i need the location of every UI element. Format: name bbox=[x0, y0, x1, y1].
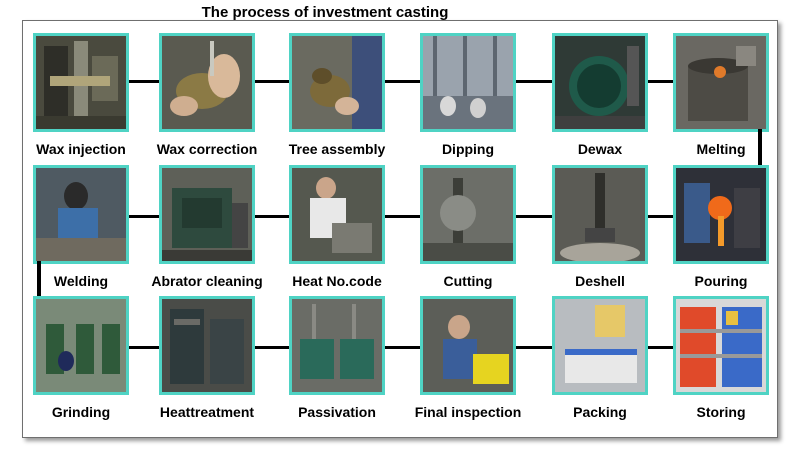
connector-line bbox=[516, 346, 552, 349]
step-label: Packing bbox=[573, 404, 627, 420]
step-label: Final inspection bbox=[414, 404, 522, 420]
process-frame: Wax injection Wax correction Tree assemb… bbox=[22, 20, 778, 438]
connector-line bbox=[385, 215, 420, 218]
saw-photo bbox=[420, 165, 516, 264]
step-label: Deshell bbox=[575, 273, 625, 289]
connector-line bbox=[129, 215, 159, 218]
step-label: Wax correction bbox=[156, 141, 258, 157]
machine-photo bbox=[33, 33, 129, 132]
connector-line bbox=[516, 215, 552, 218]
assembly-photo bbox=[289, 33, 385, 132]
connector-line bbox=[255, 346, 289, 349]
step-label: Welding bbox=[53, 273, 109, 289]
connector-line bbox=[255, 215, 289, 218]
step-label: Passivation bbox=[298, 404, 376, 420]
connector-line bbox=[385, 80, 420, 83]
step-label: Melting bbox=[696, 141, 746, 157]
packing-photo bbox=[552, 296, 648, 395]
connector-line bbox=[255, 80, 289, 83]
oven-photo bbox=[159, 296, 255, 395]
step-label: Dewax bbox=[577, 141, 623, 157]
grinding-photo bbox=[33, 296, 129, 395]
hands-photo bbox=[159, 33, 255, 132]
step-label: Tree assembly bbox=[288, 141, 386, 157]
step-label: Heattreatment bbox=[159, 404, 255, 420]
connector-line bbox=[758, 129, 762, 165]
connector-line bbox=[516, 80, 552, 83]
worker-photo bbox=[289, 165, 385, 264]
step-label: Grinding bbox=[51, 404, 111, 420]
dipping-photo bbox=[420, 33, 516, 132]
step-label: Wax injection bbox=[36, 141, 126, 157]
step-label: Abrator cleaning bbox=[151, 273, 263, 289]
step-label: Storing bbox=[696, 404, 746, 420]
deshell-photo bbox=[552, 165, 648, 264]
furnace-photo bbox=[673, 33, 769, 132]
diagram-title: The process of investment casting bbox=[201, 4, 449, 21]
step-label: Heat No.code bbox=[292, 273, 382, 289]
connector-line bbox=[129, 346, 159, 349]
connector-line bbox=[648, 215, 673, 218]
connector-line bbox=[385, 346, 420, 349]
connector-line bbox=[37, 261, 41, 296]
inspection-photo bbox=[420, 296, 516, 395]
shelves-photo bbox=[673, 296, 769, 395]
connector-line bbox=[129, 80, 159, 83]
autoclave-photo bbox=[552, 33, 648, 132]
connector-line bbox=[648, 80, 673, 83]
tanks-photo bbox=[289, 296, 385, 395]
blaster-photo bbox=[159, 165, 255, 264]
step-label: Cutting bbox=[443, 273, 493, 289]
step-label: Dipping bbox=[441, 141, 495, 157]
connector-line bbox=[648, 346, 673, 349]
step-label: Pouring bbox=[694, 273, 748, 289]
pouring-photo bbox=[673, 165, 769, 264]
welder-photo bbox=[33, 165, 129, 264]
